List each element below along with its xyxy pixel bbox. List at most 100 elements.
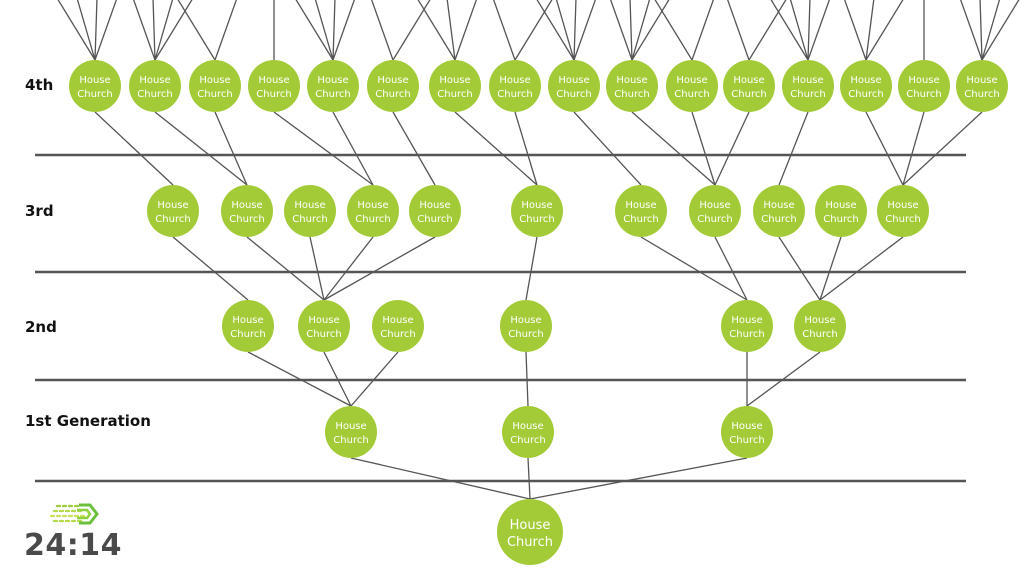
connection-line	[631, 0, 670, 61]
node-label-line1: House	[258, 75, 289, 86]
connection-line	[527, 457, 531, 500]
generation-label-3rd: 3rd	[25, 202, 54, 220]
node-label-line1: House	[792, 75, 823, 86]
node-label-line2: Church	[761, 214, 796, 225]
node-label-line2: Church	[848, 89, 883, 100]
connection-line	[295, 0, 334, 61]
node-circle	[782, 60, 834, 112]
connection-line	[154, 0, 174, 61]
node-circle	[248, 60, 300, 112]
connection-line	[629, 0, 633, 61]
connection-line	[323, 236, 436, 301]
connection-line	[902, 111, 983, 186]
connection-line	[514, 0, 553, 61]
node-label-line1: House	[294, 200, 325, 211]
connection-line	[350, 457, 531, 500]
node-label-line1: House	[357, 200, 388, 211]
node-label-line2: Church	[306, 329, 341, 340]
node-label-line2: Church	[510, 435, 545, 446]
node-label-line2: Church	[437, 89, 472, 100]
node-label-line2: Church	[614, 89, 649, 100]
connection-line	[247, 351, 352, 407]
node-label-line2: Church	[729, 329, 764, 340]
connection-line	[819, 236, 904, 301]
connection-line	[865, 111, 904, 186]
connection-line	[981, 0, 1001, 61]
connection-line	[152, 0, 156, 61]
node-label-line2: Church	[508, 329, 543, 340]
connection-line	[392, 0, 431, 61]
connection-line	[525, 236, 538, 301]
connection-line	[417, 0, 456, 61]
node-label-line2: Church	[623, 214, 658, 225]
node-label-line1: House	[804, 315, 835, 326]
node-label-line2: Church	[964, 89, 999, 100]
node-label-line2: Church	[315, 89, 350, 100]
node-circle	[284, 185, 336, 237]
connection-line	[371, 0, 394, 61]
connection-line	[332, 111, 374, 186]
node-label-line1: House	[731, 421, 762, 432]
node-label-line2: Church	[155, 214, 190, 225]
node-label-line1: House	[966, 75, 997, 86]
node-label-line1: House	[308, 315, 339, 326]
connection-line	[770, 0, 809, 61]
connection-line	[76, 0, 96, 61]
connection-line	[610, 0, 633, 61]
node-circle	[666, 60, 718, 112]
connection-line	[332, 0, 336, 61]
node-label-line1: House	[139, 75, 170, 86]
connection-line	[529, 457, 748, 500]
connection-line	[691, 111, 716, 186]
connection-line	[309, 236, 325, 301]
node-label-line2: Church	[137, 89, 172, 100]
node-label-line2: Church	[823, 214, 858, 225]
connection-line	[714, 236, 748, 301]
node-label-line2: Church	[77, 89, 112, 100]
node-label-line1: House	[850, 75, 881, 86]
connection-line	[981, 0, 1020, 61]
node-circle	[898, 60, 950, 112]
connection-line	[654, 0, 693, 61]
connection-line	[902, 111, 925, 186]
node-label-line1: House	[908, 75, 939, 86]
connection-line	[960, 0, 983, 61]
connection-line	[807, 0, 811, 61]
node-label-line2: Church	[802, 329, 837, 340]
generation-label-2nd: 2nd	[25, 318, 57, 336]
node-label-line1: House	[887, 200, 918, 211]
node-circle	[840, 60, 892, 112]
node-label-line2: Church	[697, 214, 732, 225]
node-circle	[615, 185, 667, 237]
node-label-line1: House	[521, 200, 552, 211]
generation-label-1st: 1st Generation	[25, 412, 151, 430]
connection-line	[631, 0, 651, 61]
node-circle	[372, 300, 424, 352]
logo-text: 24:14	[24, 528, 122, 563]
connection-line	[350, 351, 399, 407]
node-circle	[721, 406, 773, 458]
node-label-line2: Church	[790, 89, 825, 100]
node-label-line1: House	[510, 315, 541, 326]
connection-line	[748, 0, 787, 61]
generation-dividers	[35, 153, 966, 483]
node-label-line1: House	[499, 75, 530, 86]
tree-nodes: HouseChurchHouseChurchHouseChurchHouseCh…	[69, 60, 1008, 565]
connection-line	[727, 0, 750, 61]
node-circle	[753, 185, 805, 237]
node-label-line1: House	[733, 75, 764, 86]
connection-line	[172, 236, 249, 301]
node-label-line1: House	[825, 200, 856, 211]
